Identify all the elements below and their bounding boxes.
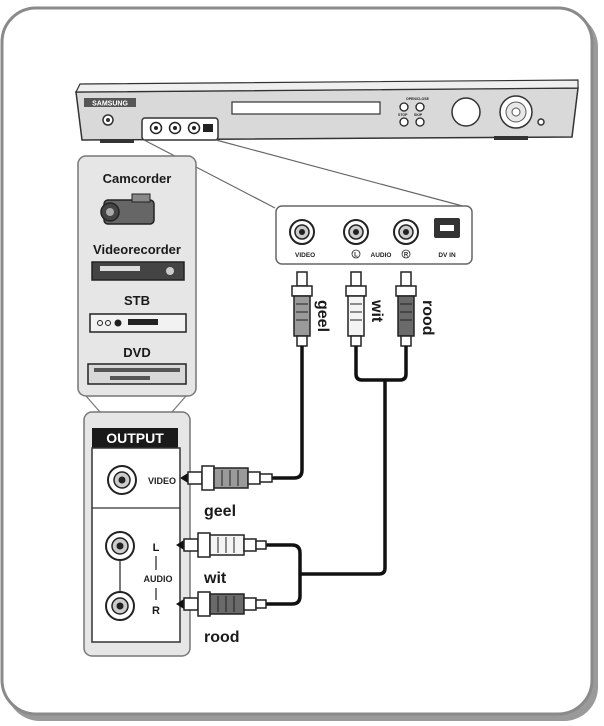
cable-label-geel-top: geel	[314, 300, 331, 332]
audio-left-plug-white	[347, 295, 365, 337]
skip-label: SKIP	[414, 113, 423, 117]
video-cable	[272, 346, 304, 480]
cable-label-wit-top: wit	[368, 299, 385, 323]
device-label-videorecorder: Videorecorder	[93, 242, 181, 257]
output-video-plug-yellow	[213, 467, 249, 489]
open-close-label: OPEN/CLOSE	[406, 97, 430, 101]
audio-cable-merge	[354, 346, 408, 382]
output-video-label: VIDEO	[148, 476, 176, 486]
callout-lines	[143, 139, 471, 209]
cables	[266, 346, 408, 606]
output-title: OUTPUT	[106, 430, 164, 446]
bottom-plugs	[176, 465, 273, 617]
videorecorder-icon	[91, 261, 185, 281]
rear-l-label: L	[354, 253, 358, 259]
arrow-audio-right	[176, 599, 184, 609]
stop-label: STOP	[398, 113, 408, 117]
dvd-player: SAMSUNG OPEN/CLOSE STOP SKIP	[75, 79, 579, 143]
connector-panel: VIDEO L AUDIO R DV IN	[275, 205, 473, 265]
audio-right-plug-red	[397, 295, 415, 337]
stb-icon	[89, 313, 187, 333]
cable-label-rood-bottom: rood	[204, 629, 240, 646]
camcorder-icon	[100, 193, 155, 225]
audio-cable-split	[266, 543, 302, 606]
top-plugs	[291, 271, 417, 347]
output-title-bar	[92, 428, 178, 448]
volume-dial	[451, 97, 481, 127]
arrow-audio-left	[176, 540, 184, 550]
output-r-label: R	[152, 605, 160, 617]
cable-label-rood-top: rood	[419, 300, 436, 336]
output-audio-label: AUDIO	[144, 574, 173, 584]
audio-cable-trunk	[300, 380, 387, 576]
disc-tray	[231, 101, 381, 115]
arrow-video	[180, 473, 188, 483]
output-audio-right-plug-red	[209, 593, 245, 615]
cable-label-geel-bottom: geel	[204, 503, 236, 520]
device-label-camcorder: Camcorder	[103, 171, 172, 186]
video-plug-yellow	[293, 295, 311, 337]
device-label-dvd: DVD	[123, 345, 150, 360]
brand-label: SAMSUNG	[92, 101, 128, 108]
rear-r-label: R	[404, 253, 409, 259]
output-l-label: L	[153, 542, 160, 554]
device-callout	[85, 395, 187, 413]
device-panel: Camcorder Videorecorder STB DVD	[77, 155, 197, 397]
rear-video-label: VIDEO	[295, 252, 315, 259]
rear-dv-in-label: DV IN	[438, 252, 456, 259]
dvd-icon	[87, 363, 187, 385]
brand-badge	[84, 98, 136, 107]
cable-label-wit-bottom: wit	[203, 570, 227, 587]
output-audio-left-plug-white	[209, 534, 245, 556]
device-label-stb: STB	[124, 293, 150, 308]
output-panel: OUTPUT VIDEO L AUDIO R	[83, 411, 191, 657]
rear-audio-label: AUDIO	[371, 252, 392, 259]
